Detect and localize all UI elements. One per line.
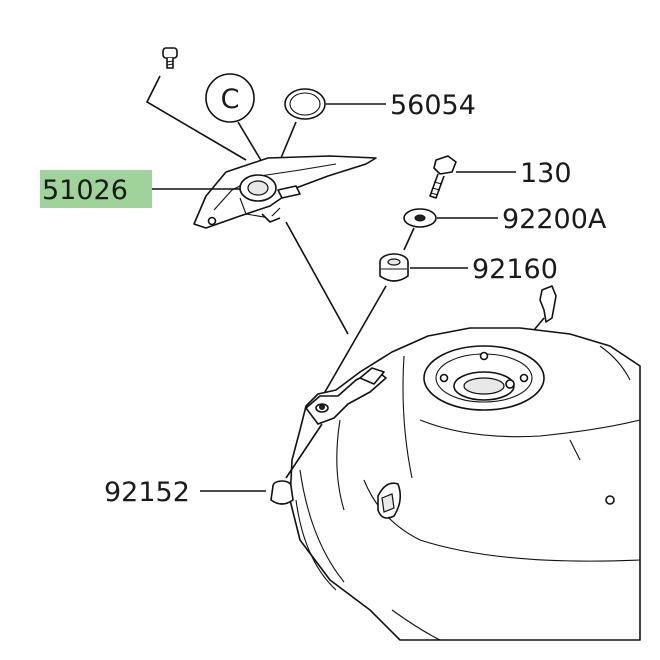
leader-line-o-ring-down [280,121,297,159]
fuel-cap-cover-part[interactable] [193,155,377,229]
leader-line-grommet-down [317,285,387,405]
part-number-130[interactable]: 130 [520,158,572,189]
part-number-92152[interactable]: 92152 [104,477,190,508]
part-number-92160[interactable]: 92160 [472,254,558,285]
washer-part[interactable] [403,208,437,228]
part-number-highlight [40,170,152,208]
leader-line-grommet-small-up [285,423,323,479]
part-number-56054[interactable]: 56054 [390,90,476,121]
screw-top-left[interactable] [162,47,178,69]
leader-line-screw [145,75,247,161]
leader-line-cover-to-tank [285,221,349,335]
bolt-part[interactable] [429,155,457,199]
grommet-small-part[interactable] [270,480,294,505]
mounting-bracket[interactable] [305,367,387,425]
part-number-51026[interactable]: 51026 [42,175,128,206]
fuel-tank-body [289,327,641,641]
reference-marker-c[interactable]: C [205,73,255,123]
grommet-part[interactable] [379,253,409,282]
leader-line-washer-down [403,227,415,251]
leader-line-c [237,121,263,163]
o-ring-part[interactable] [284,88,326,120]
part-number-92200a[interactable]: 92200A [502,204,607,235]
clip-part[interactable] [539,285,557,323]
marker-c-label: C [221,84,240,115]
